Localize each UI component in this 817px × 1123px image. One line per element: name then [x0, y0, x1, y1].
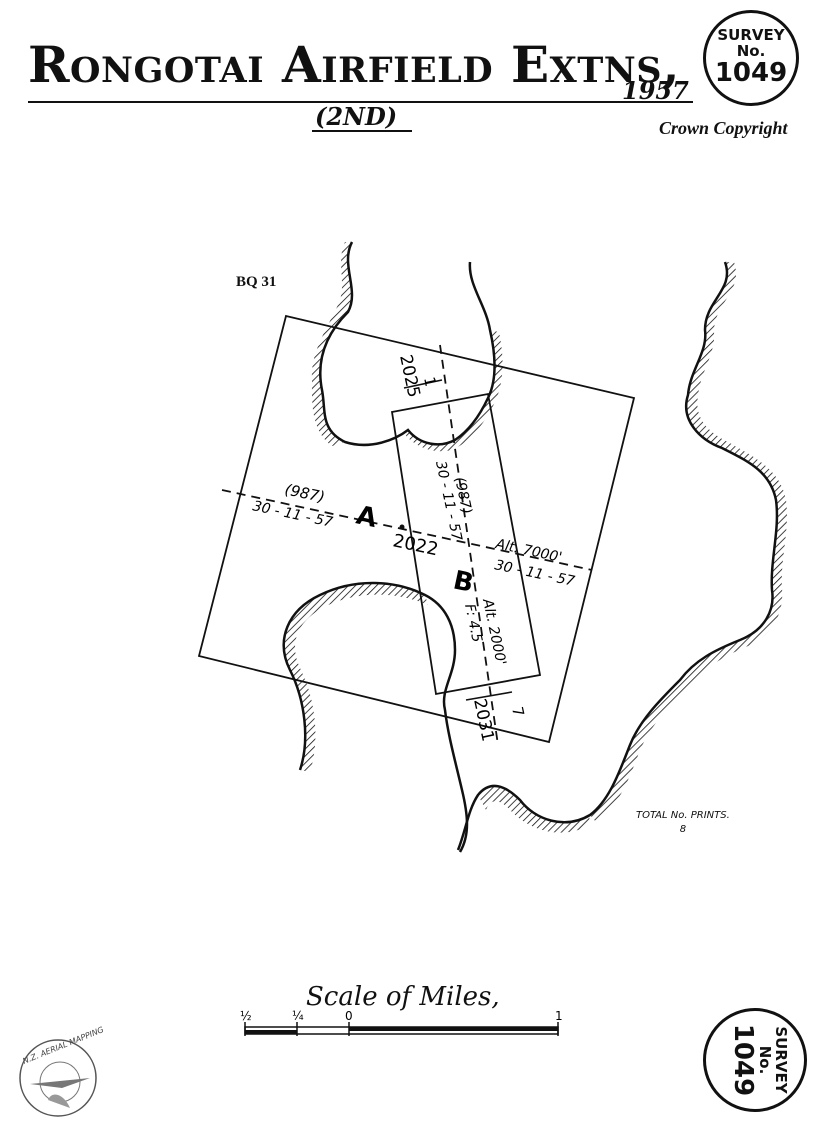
scale-tick-half: ½	[240, 1009, 252, 1023]
scale-tick-quarter: ¼	[292, 1009, 304, 1023]
total-prints-value: 8	[679, 824, 687, 835]
coastline-north-hatch	[311, 242, 352, 446]
total-prints: TOTAL No. PRINTS. 8	[636, 809, 730, 837]
frame-start-num: 1	[420, 375, 440, 388]
scale-title: Scale of Miles,	[306, 982, 500, 1012]
survey-badge-top: SURVEY No. 1049	[703, 10, 799, 106]
aerial-mapping-logo	[19, 1039, 97, 1117]
scale-tick-one: 1	[555, 1009, 563, 1023]
coverage-block	[197, 314, 636, 744]
sheet-reference: BQ 31	[236, 274, 277, 290]
run-a-altitude-date: 30 - 11 - 57	[493, 557, 576, 590]
frame-end: 2031	[469, 697, 498, 743]
frame-start: 2025	[395, 353, 424, 399]
badge-line2: No.	[736, 42, 766, 60]
run-b-letter: B	[451, 566, 477, 599]
run-a-count: (987)	[283, 480, 326, 506]
coastline-south-hatch	[283, 582, 428, 772]
title-separator: ,	[662, 35, 680, 94]
coastline-east-hatch	[590, 262, 787, 822]
coastline-east	[456, 261, 779, 851]
coastline-north-hatch-east	[406, 330, 503, 452]
subtitle-underline	[312, 130, 412, 132]
title-underline	[28, 101, 693, 103]
badge-bottom-line2: No.	[756, 1045, 774, 1075]
badge-number: 1049	[714, 58, 788, 88]
title-year: 1957	[622, 76, 689, 105]
logo-text: N.Z. AERIAL MAPPING	[21, 1025, 105, 1066]
badge-bottom-line1: SURVEY	[772, 1026, 790, 1094]
frame-marker-end	[465, 691, 513, 701]
map-title: Rongotai Airfield Extns,	[28, 40, 680, 90]
coastline-north-peninsula	[319, 241, 496, 447]
title-text: Rongotai Airfield Extns	[28, 35, 663, 94]
coastline-south-spit-hatch	[478, 785, 590, 833]
run-a-flight-line	[221, 489, 593, 571]
scale-tick-zero: 0	[345, 1009, 353, 1023]
run-b-focal: F: 4.5	[461, 603, 485, 645]
survey-badge-bottom: SURVEY No. 1049	[703, 1008, 807, 1112]
copyright-notice: Crown Copyright	[659, 118, 788, 138]
run-b-strip	[390, 392, 542, 696]
badge-bottom-number: 1049	[728, 1023, 758, 1097]
title-subtitle: (2ND)	[315, 102, 398, 131]
run-b-flight-line	[439, 344, 499, 746]
center-point-marker	[399, 524, 405, 530]
total-prints-label: TOTAL No. PRINTS.	[636, 810, 730, 821]
badge-line1: SURVEY	[717, 26, 785, 44]
frame-end-num: 7	[508, 705, 528, 718]
run-a-letter: A	[354, 501, 380, 535]
frame-marker-start	[403, 379, 443, 389]
run-b-count: (987)	[451, 476, 474, 516]
scale-bar	[244, 1022, 559, 1036]
